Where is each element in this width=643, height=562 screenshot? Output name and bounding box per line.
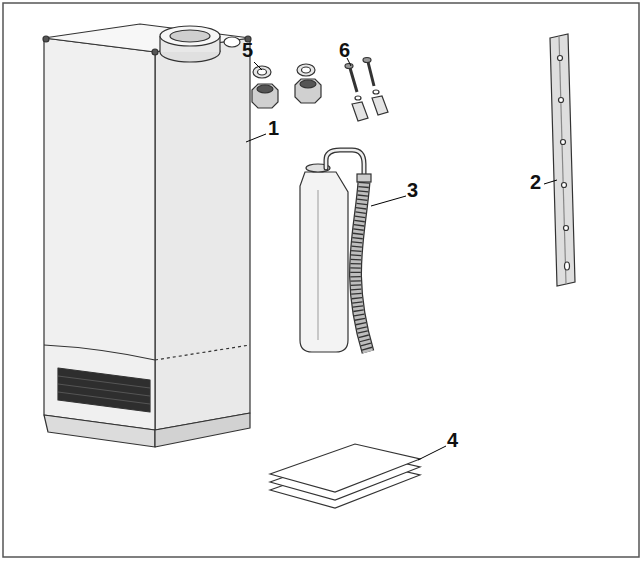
washer-hole (302, 67, 311, 73)
screw-shank (368, 62, 374, 86)
boiler-top (44, 24, 250, 52)
callout-number: 3 (407, 180, 418, 200)
nut-thread (300, 80, 316, 88)
callout-number: 5 (242, 40, 253, 60)
grille-slats (58, 376, 150, 404)
bracket-hole (561, 140, 566, 145)
boiler-unit (43, 24, 251, 447)
screw-head (363, 58, 371, 63)
air-port (224, 37, 240, 47)
flue-opening (170, 30, 210, 42)
callout-number: 1 (268, 118, 279, 138)
bracket-hole (562, 183, 567, 188)
mounting-bracket (550, 34, 575, 286)
boiler-side-panel (155, 38, 250, 430)
bracket-hole (559, 98, 564, 103)
boiler-base-side (155, 413, 250, 447)
bracket-hole (564, 226, 569, 231)
wall-plug (372, 96, 388, 115)
panel-seam (44, 345, 155, 360)
hose-coupling (357, 174, 371, 182)
condensate-siphon (300, 150, 371, 352)
hex-nut (295, 79, 321, 103)
corner-cap (43, 36, 49, 42)
hex-nut (252, 84, 278, 108)
corrugated-hose (355, 182, 368, 352)
screw-washer (373, 90, 379, 94)
siphon-body (300, 172, 348, 352)
corner-cap (152, 49, 158, 55)
washers-and-nuts (252, 64, 321, 108)
bracket-slot (565, 262, 570, 270)
screw-shank (350, 68, 357, 92)
bracket-rail (550, 34, 575, 286)
leader-line (254, 62, 262, 70)
leader-line (418, 446, 446, 460)
wall-plug (352, 102, 368, 121)
bracket-hole (558, 56, 563, 61)
bracket-fold (559, 36, 566, 284)
panel-seam (155, 345, 250, 360)
hose-outline (355, 182, 368, 352)
siphon-highlight (317, 190, 318, 340)
leader-line (544, 180, 557, 184)
leader-line (371, 196, 406, 206)
leader-lines (246, 58, 557, 460)
boiler-front-panel (44, 38, 155, 430)
callout-number: 2 (530, 172, 541, 192)
screws-and-plugs (345, 58, 388, 122)
hose-ribs (355, 182, 368, 352)
leader-line (246, 134, 266, 142)
boiler-base-front (44, 415, 155, 447)
flue-top (160, 26, 220, 46)
screw-head (345, 64, 353, 69)
washer (297, 64, 315, 76)
screw-washer (355, 96, 361, 100)
washer (253, 66, 271, 78)
nut-thread (257, 85, 273, 93)
document-sheet (270, 444, 420, 492)
callout-number: 4 (447, 430, 458, 450)
documents (270, 444, 420, 508)
siphon-pipe (326, 150, 364, 176)
boiler-grille (58, 368, 150, 412)
figure-frame (3, 3, 639, 557)
siphon-pipe-inner (326, 150, 364, 176)
callout-number: 6 (339, 40, 350, 60)
